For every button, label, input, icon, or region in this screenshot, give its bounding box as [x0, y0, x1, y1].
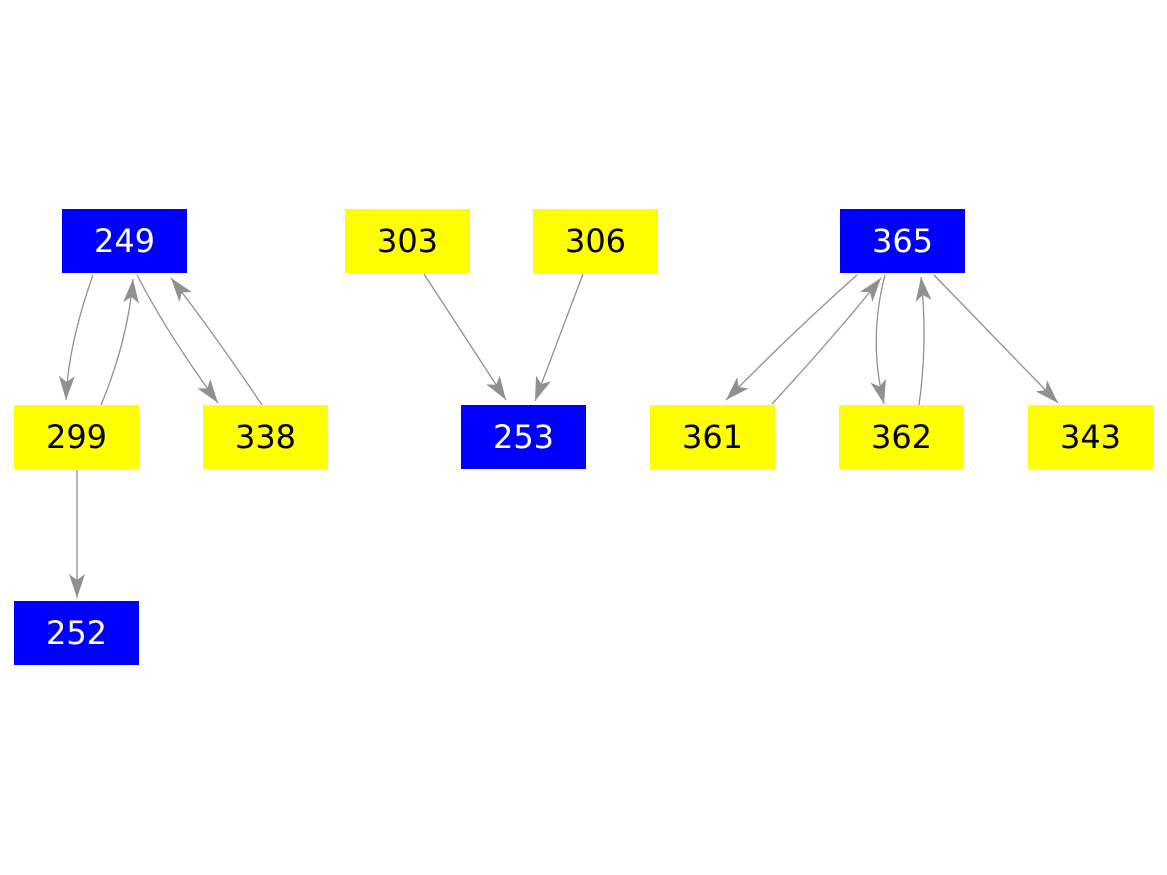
node-label: 249	[93, 222, 156, 260]
node-label: 299	[45, 418, 108, 456]
edge-362-to-365	[915, 276, 932, 406]
edge-338-to-249	[170, 277, 263, 406]
node-365: 365	[840, 209, 965, 273]
node-label: 343	[1059, 418, 1122, 456]
node-299: 299	[14, 405, 139, 469]
edge-365-to-362	[870, 274, 886, 405]
node-343: 343	[1028, 405, 1153, 469]
node-label: 252	[45, 614, 108, 652]
node-361: 361	[650, 405, 775, 469]
node-label: 361	[681, 418, 744, 456]
node-252: 252	[14, 601, 139, 665]
node-249: 249	[62, 209, 187, 273]
edge-303-to-253	[423, 273, 507, 401]
node-303: 303	[345, 209, 470, 273]
edge-249-to-299	[58, 274, 94, 401]
edge-249-to-338	[136, 274, 219, 404]
edge-365-to-343	[933, 274, 1059, 404]
node-label: 362	[870, 418, 933, 456]
node-362: 362	[839, 405, 964, 469]
node-label: 306	[564, 222, 627, 260]
edge-361-to-365	[771, 277, 882, 405]
node-label: 303	[376, 222, 439, 260]
node-253: 253	[461, 405, 586, 469]
node-label: 338	[234, 418, 297, 456]
node-label: 365	[871, 222, 934, 260]
node-306: 306	[533, 209, 658, 273]
node-338: 338	[203, 405, 328, 469]
edge-306-to-253	[534, 273, 584, 402]
node-label: 253	[492, 418, 555, 456]
edge-299-to-249	[100, 278, 140, 406]
edge-365-to-361	[725, 274, 858, 401]
